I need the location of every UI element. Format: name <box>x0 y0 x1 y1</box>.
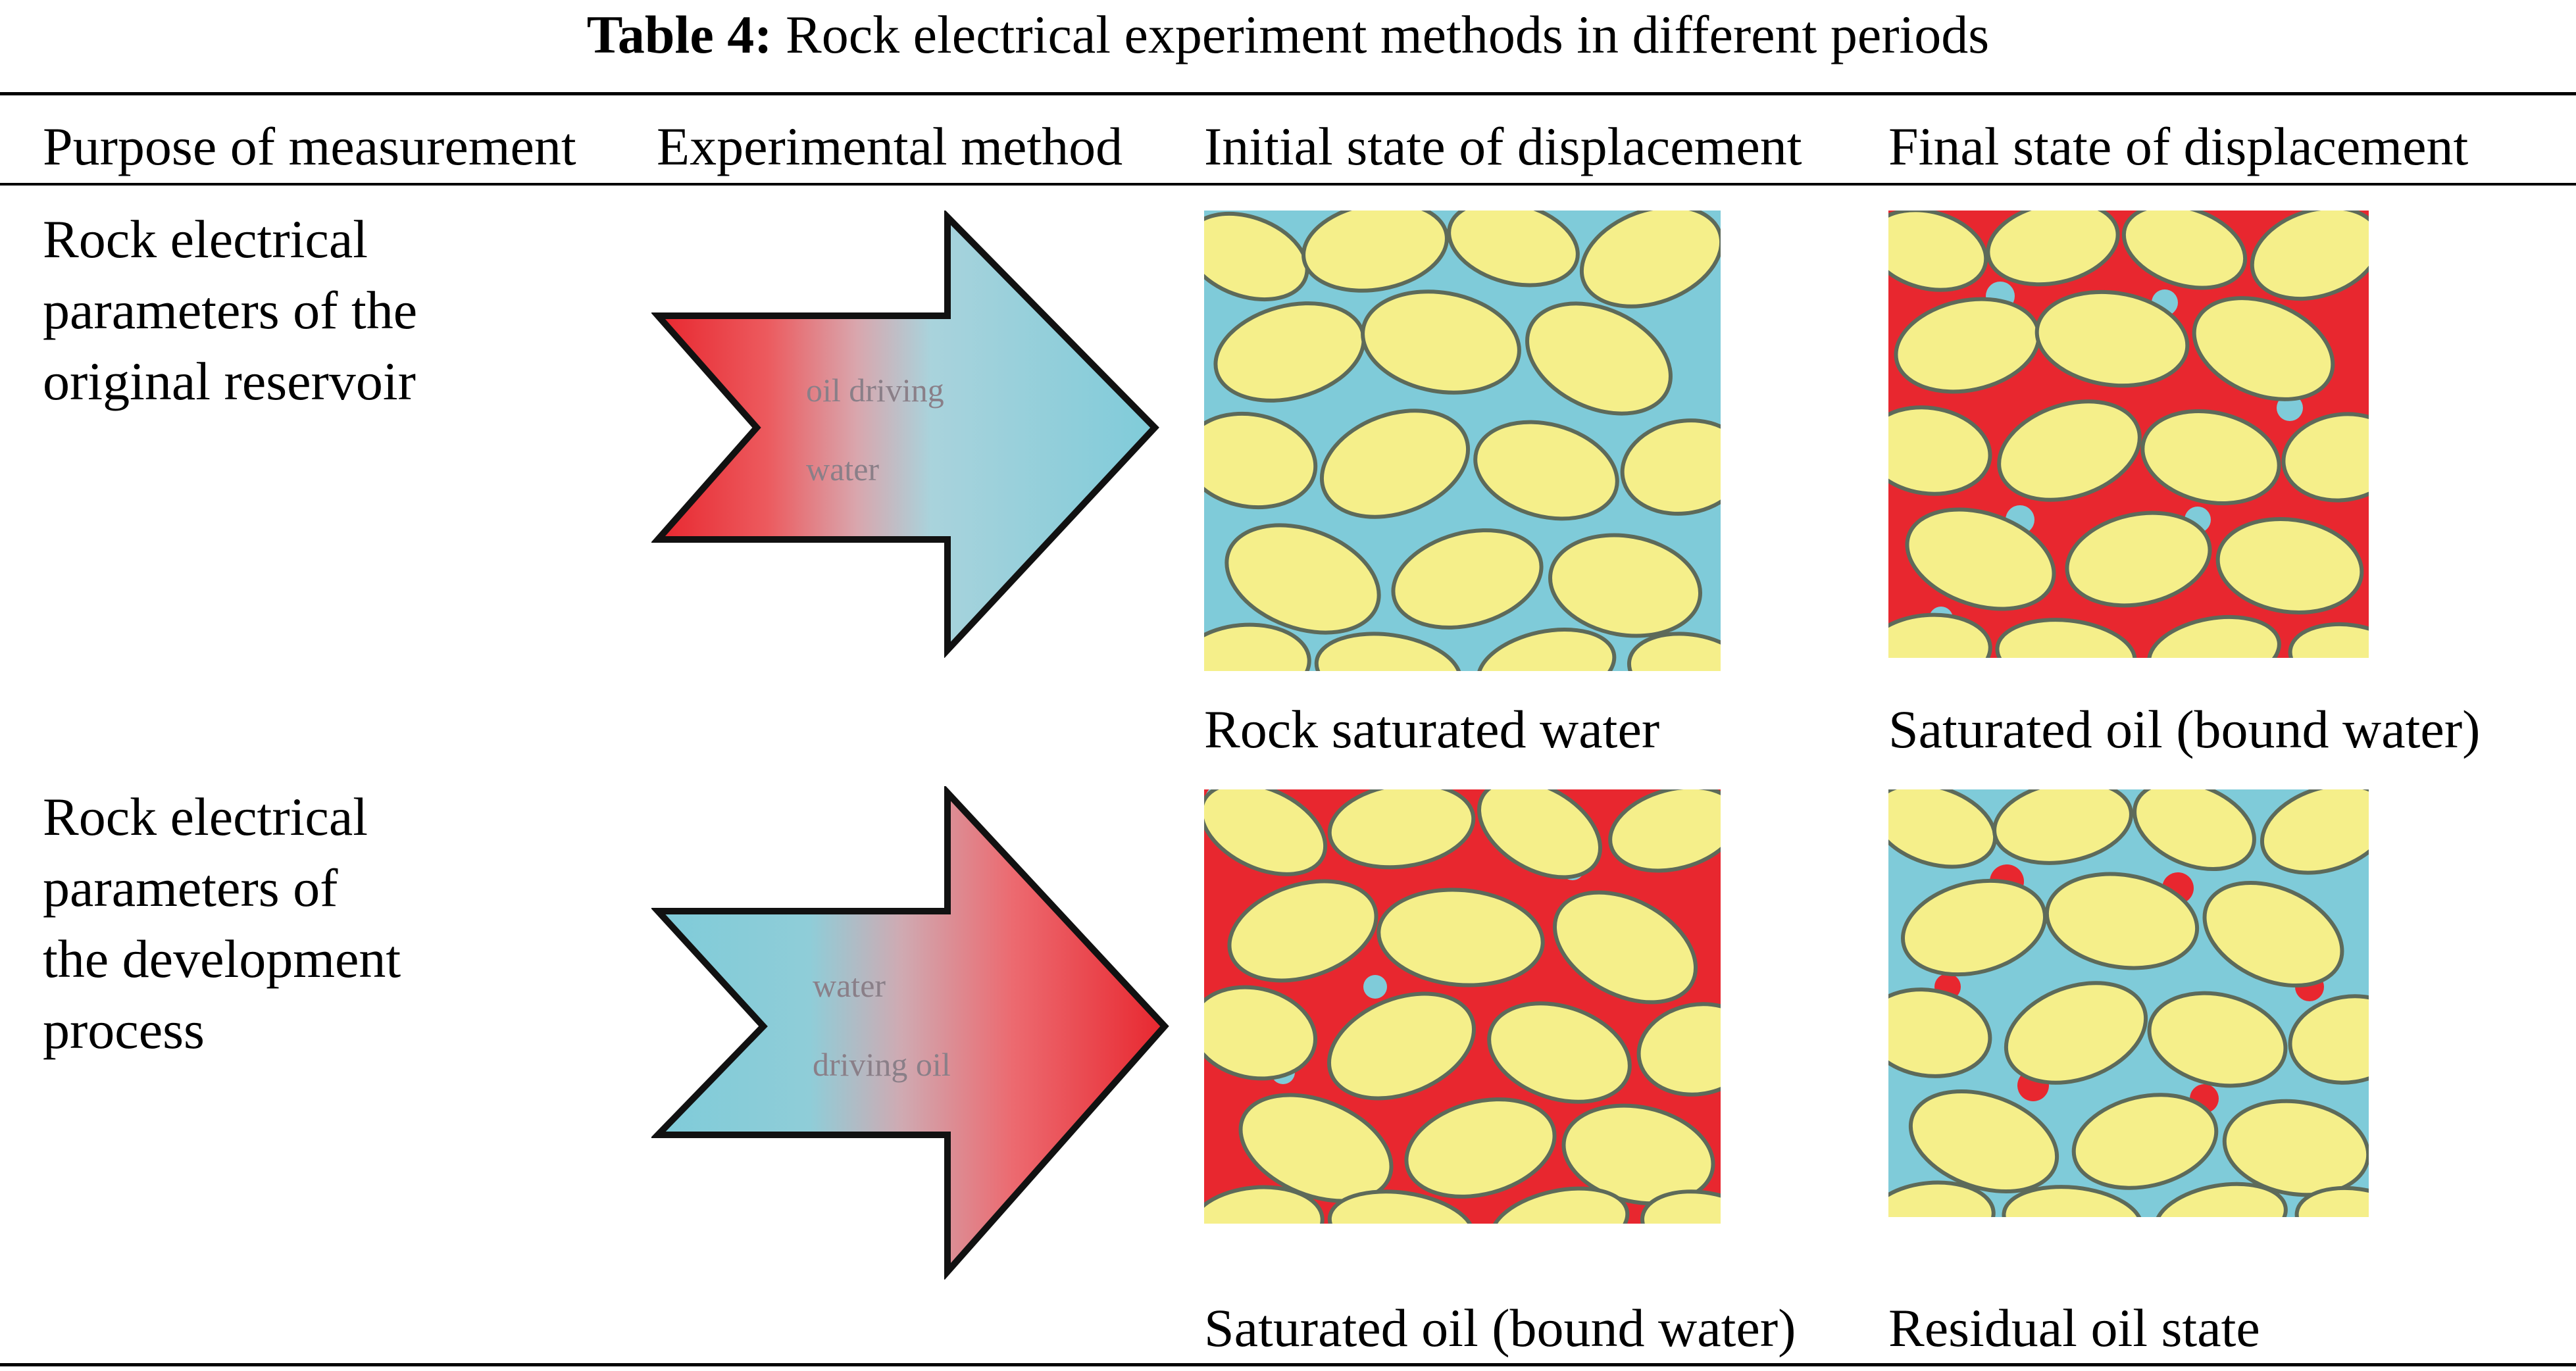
pore-image-saturated-oil-bound-water-2 <box>1204 789 1721 1224</box>
bottom-rule <box>0 1363 2576 1366</box>
arrow-label: water <box>806 451 879 487</box>
row1-initial-caption: Rock saturated water <box>1204 699 1660 759</box>
water-driving-oil-arrow: water driving oil <box>651 786 1169 1280</box>
header-initial-state: Initial state of displacement <box>1204 116 1802 176</box>
row1-final-caption: Saturated oil (bound water) <box>1888 699 2481 759</box>
row2-initial-caption: Saturated oil (bound water) <box>1204 1298 1796 1358</box>
row1-purpose-line: parameters of the <box>43 280 418 340</box>
row2-purpose-line: process <box>43 1000 205 1060</box>
row2-final-caption: Residual oil state <box>1888 1298 2260 1358</box>
header-rule <box>0 183 2576 186</box>
pore-image-rock-saturated-water <box>1204 211 1721 671</box>
row1-purpose-line: original reservoir <box>43 351 416 411</box>
table-caption: Rock electrical experiment methods in di… <box>786 5 1990 64</box>
oil-driving-water-arrow: oil driving water <box>651 211 1159 658</box>
arrow-label: driving oil <box>813 1046 951 1083</box>
header-final-state: Final state of displacement <box>1888 116 2469 176</box>
row2-purpose: Rock electrical parameters of the develo… <box>43 782 401 1066</box>
table-title: Table 4: Rock electrical experiment meth… <box>0 3 2576 67</box>
header-purpose: Purpose of measurement <box>43 116 576 176</box>
row1-purpose-line: Rock electrical <box>43 209 368 269</box>
row2-purpose-line: the development <box>43 929 401 989</box>
row2-purpose-line: Rock electrical <box>43 787 368 847</box>
pore-image-saturated-oil-bound-water <box>1888 211 2369 658</box>
header-method: Experimental method <box>657 116 1123 176</box>
pore-image-residual-oil-state <box>1888 789 2369 1217</box>
table-label: Table 4: <box>586 5 772 64</box>
top-rule <box>0 92 2576 95</box>
row2-purpose-line: parameters of <box>43 858 338 918</box>
arrow-label: water <box>813 967 886 1004</box>
row1-purpose: Rock electrical parameters of the origin… <box>43 204 417 417</box>
arrow-label: oil driving <box>806 372 944 409</box>
